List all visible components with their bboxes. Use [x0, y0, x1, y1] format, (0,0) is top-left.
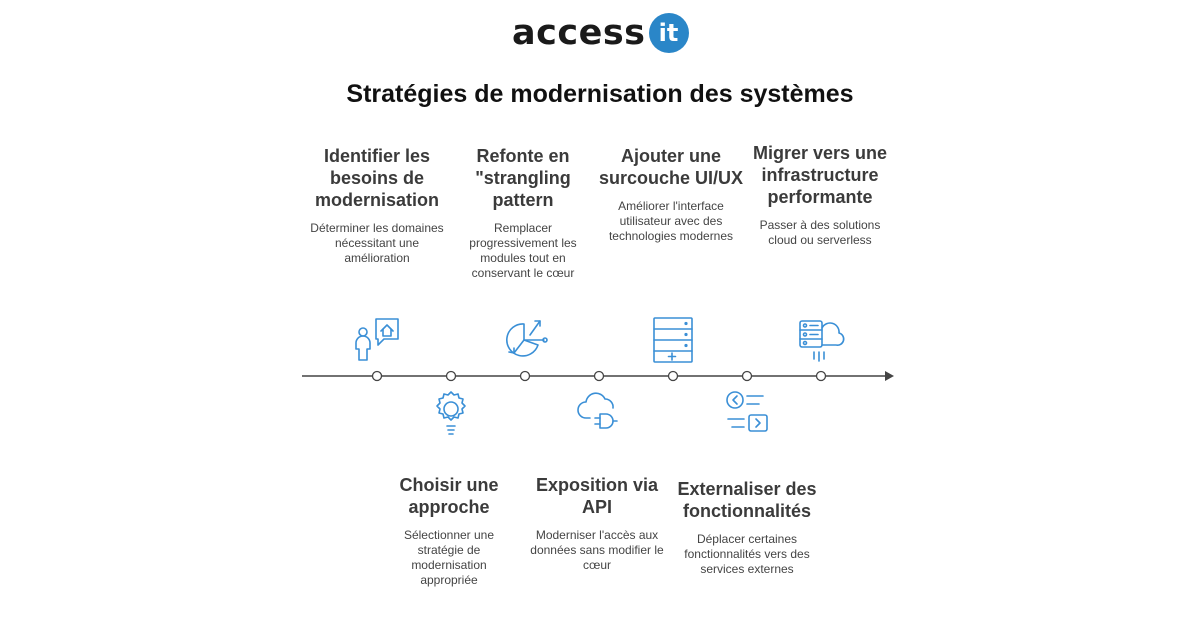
pie-arrows-icon — [506, 320, 548, 357]
step-description: Déplacer certaines fonctionnalités vers … — [684, 532, 810, 576]
lightbulb-icon — [436, 391, 466, 435]
access-it-logo: access it — [512, 10, 692, 56]
step-description: Remplacer progressivement les modules to… — [469, 221, 577, 280]
person-house-icon — [355, 318, 399, 361]
step-title: Identifier les besoins de modernisation — [314, 146, 439, 210]
step-description: Améliorer l'interface utilisateur avec d… — [608, 199, 734, 243]
cloud-plug-icon — [577, 392, 618, 429]
step-refonte-strangling: Refonte en "strangling pattern Remplacer… — [448, 145, 598, 281]
step-exposition-api: Exposition via API Moderniser l'accès au… — [522, 474, 672, 573]
step-title: Refonte en "strangling pattern — [475, 146, 571, 210]
server-cloud-icon — [799, 320, 845, 362]
timeline-node — [667, 370, 679, 382]
timeline-arrow-head — [885, 371, 894, 381]
timeline-node — [815, 370, 827, 382]
timeline-node — [519, 370, 531, 382]
step-title: Exposition via API — [535, 475, 659, 517]
code-brackets-icon — [726, 391, 768, 432]
step-choisir-approche: Choisir une approche Sélectionner une st… — [374, 474, 524, 588]
page-title: Stratégies de modernisation des systèmes — [346, 80, 854, 108]
step-description: Sélectionner une stratégie de modernisat… — [403, 528, 495, 587]
step-description: Déterminer les domaines nécessitant une … — [310, 221, 444, 265]
step-externaliser: Externaliser des fonctionnalités Déplace… — [672, 478, 822, 577]
step-description: Moderniser l'accès aux données sans modi… — [530, 528, 664, 572]
step-identifier-besoins: Identifier les besoins de modernisation … — [302, 145, 452, 266]
logo-wordmark: access — [512, 13, 646, 53]
timeline-node — [741, 370, 753, 382]
server-rack-icon — [653, 317, 693, 363]
logo-badge: it — [648, 13, 689, 53]
timeline-node — [445, 370, 457, 382]
timeline-node — [371, 370, 383, 382]
step-title: Externaliser des fonctionnalités — [677, 479, 817, 521]
step-description: Passer à des solutions cloud ou serverle… — [759, 218, 881, 247]
step-surcouche-ui: Ajouter une surcouche UI/UX Améliorer l'… — [596, 145, 746, 244]
step-title: Choisir une approche — [399, 475, 499, 517]
step-title: Ajouter une surcouche UI/UX — [598, 146, 744, 188]
timeline-node — [593, 370, 605, 382]
step-migrer-infrastructure: Migrer vers une infrastructure performan… — [745, 142, 895, 248]
step-title: Migrer vers une infrastructure performan… — [752, 143, 888, 207]
